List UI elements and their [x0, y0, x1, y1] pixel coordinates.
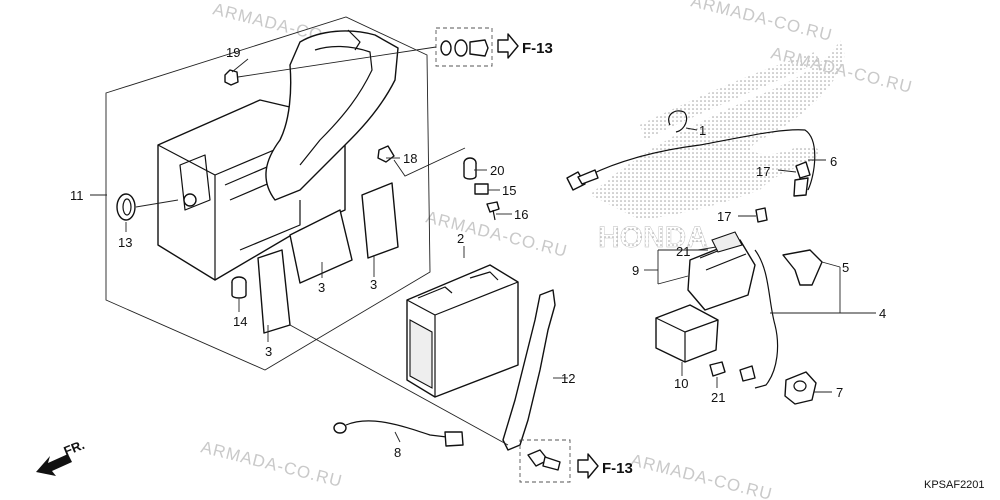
- part-label-8: 8: [394, 445, 401, 460]
- ref-arrow-top: F-13: [497, 33, 553, 59]
- wire-harness-4: [754, 249, 779, 389]
- part-label-4: 4: [879, 306, 886, 321]
- part-label-2: 2: [457, 231, 464, 246]
- part-label-1: 1: [699, 123, 706, 138]
- part-label-19: 19: [226, 45, 240, 60]
- part-label-16: 16: [514, 207, 528, 222]
- watermark: ARMADA-CO.RU: [629, 450, 774, 500]
- battery-box-outline: [105, 16, 431, 371]
- part-label-17: 17: [756, 164, 770, 179]
- bolt-17-upper: [793, 161, 811, 197]
- starter-relay: [687, 231, 756, 311]
- part-labels: 19 11 13 14 3 3 3 18 20 15 16 2 12 8 1 6…: [70, 45, 886, 460]
- ref-label-top: F-13: [522, 40, 553, 57]
- part-label-14: 14: [233, 314, 247, 329]
- diagram-code: KPSAF2201: [924, 479, 985, 491]
- watermark: ARMADA-CO.RU: [424, 207, 569, 261]
- part-label-17: 17: [717, 209, 731, 224]
- bolt-group-box-bottom: [519, 439, 571, 483]
- rubber-pads: [257, 182, 399, 334]
- front-direction-arrow: FR.: [36, 437, 87, 476]
- leader-lines: [90, 46, 876, 446]
- part-label-15: 15: [502, 183, 516, 198]
- bolt-16: [486, 201, 500, 221]
- part-label-6: 6: [830, 154, 837, 169]
- part-label-7: 7: [836, 385, 843, 400]
- front-direction-label: FR.: [62, 437, 87, 459]
- honda-wing-logo: HONDA: [590, 40, 845, 254]
- part-label-3: 3: [370, 277, 377, 292]
- fuse-21: [709, 361, 756, 382]
- bolt-bottom: [527, 449, 561, 471]
- part-label-10: 10: [674, 376, 688, 391]
- part-label-3: 3: [265, 344, 272, 359]
- bolt-17-lower: [755, 207, 768, 223]
- watermark: ARMADA-CO.RU: [689, 0, 834, 45]
- part-label-12: 12: [561, 371, 575, 386]
- terminal-cover-7: [784, 371, 817, 405]
- part-label-21: 21: [676, 244, 690, 259]
- part-label-3: 3: [318, 280, 325, 295]
- relay-holder-5: [782, 249, 823, 286]
- part-label-9: 9: [632, 263, 639, 278]
- nut-19: [224, 69, 239, 86]
- collar-15: [474, 183, 489, 195]
- part-label-13: 13: [118, 235, 132, 250]
- ref-arrow-bottom: F-13: [577, 453, 633, 479]
- clamp-1: [668, 110, 688, 133]
- battery: [406, 264, 519, 398]
- part-label-20: 20: [490, 163, 504, 178]
- part-label-11: 11: [70, 188, 84, 203]
- washer-bolt-top: [440, 39, 489, 57]
- grommet-20: [463, 157, 477, 180]
- honda-logo-text: HONDA: [598, 221, 708, 254]
- starter-cable-6: [566, 129, 816, 191]
- grommet-13: [116, 193, 136, 221]
- ref-label-bottom: F-13: [602, 460, 633, 477]
- part-label-21: 21: [711, 390, 725, 405]
- watermark: ARMADA-CO.RU: [199, 437, 344, 491]
- battery-box-lid: [265, 29, 399, 201]
- clip-18: [377, 145, 395, 163]
- part-label-5: 5: [842, 260, 849, 275]
- negative-cable: [333, 420, 464, 447]
- grommet-14: [231, 276, 247, 299]
- fuse-box-10: [655, 304, 719, 363]
- part-label-18: 18: [403, 151, 417, 166]
